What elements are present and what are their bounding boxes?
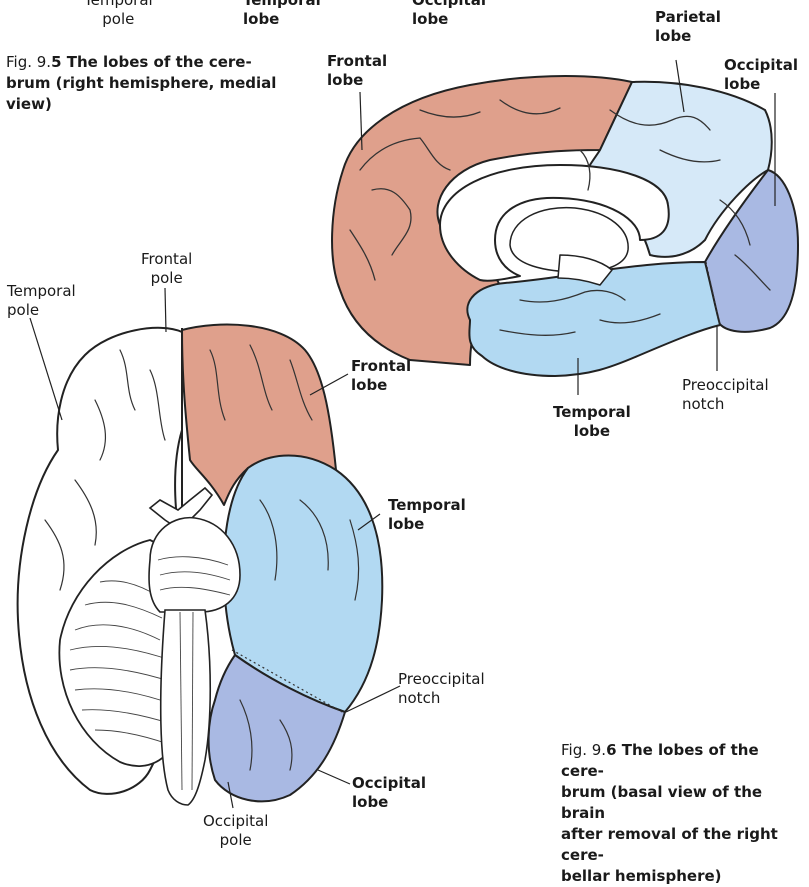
- fig6-caption: Fig. 9.6 The lobes of the cere- brum (ba…: [561, 740, 806, 887]
- brain-figures: [0, 0, 809, 852]
- medial-view-hemisphere: [332, 76, 798, 376]
- medulla: [161, 610, 211, 805]
